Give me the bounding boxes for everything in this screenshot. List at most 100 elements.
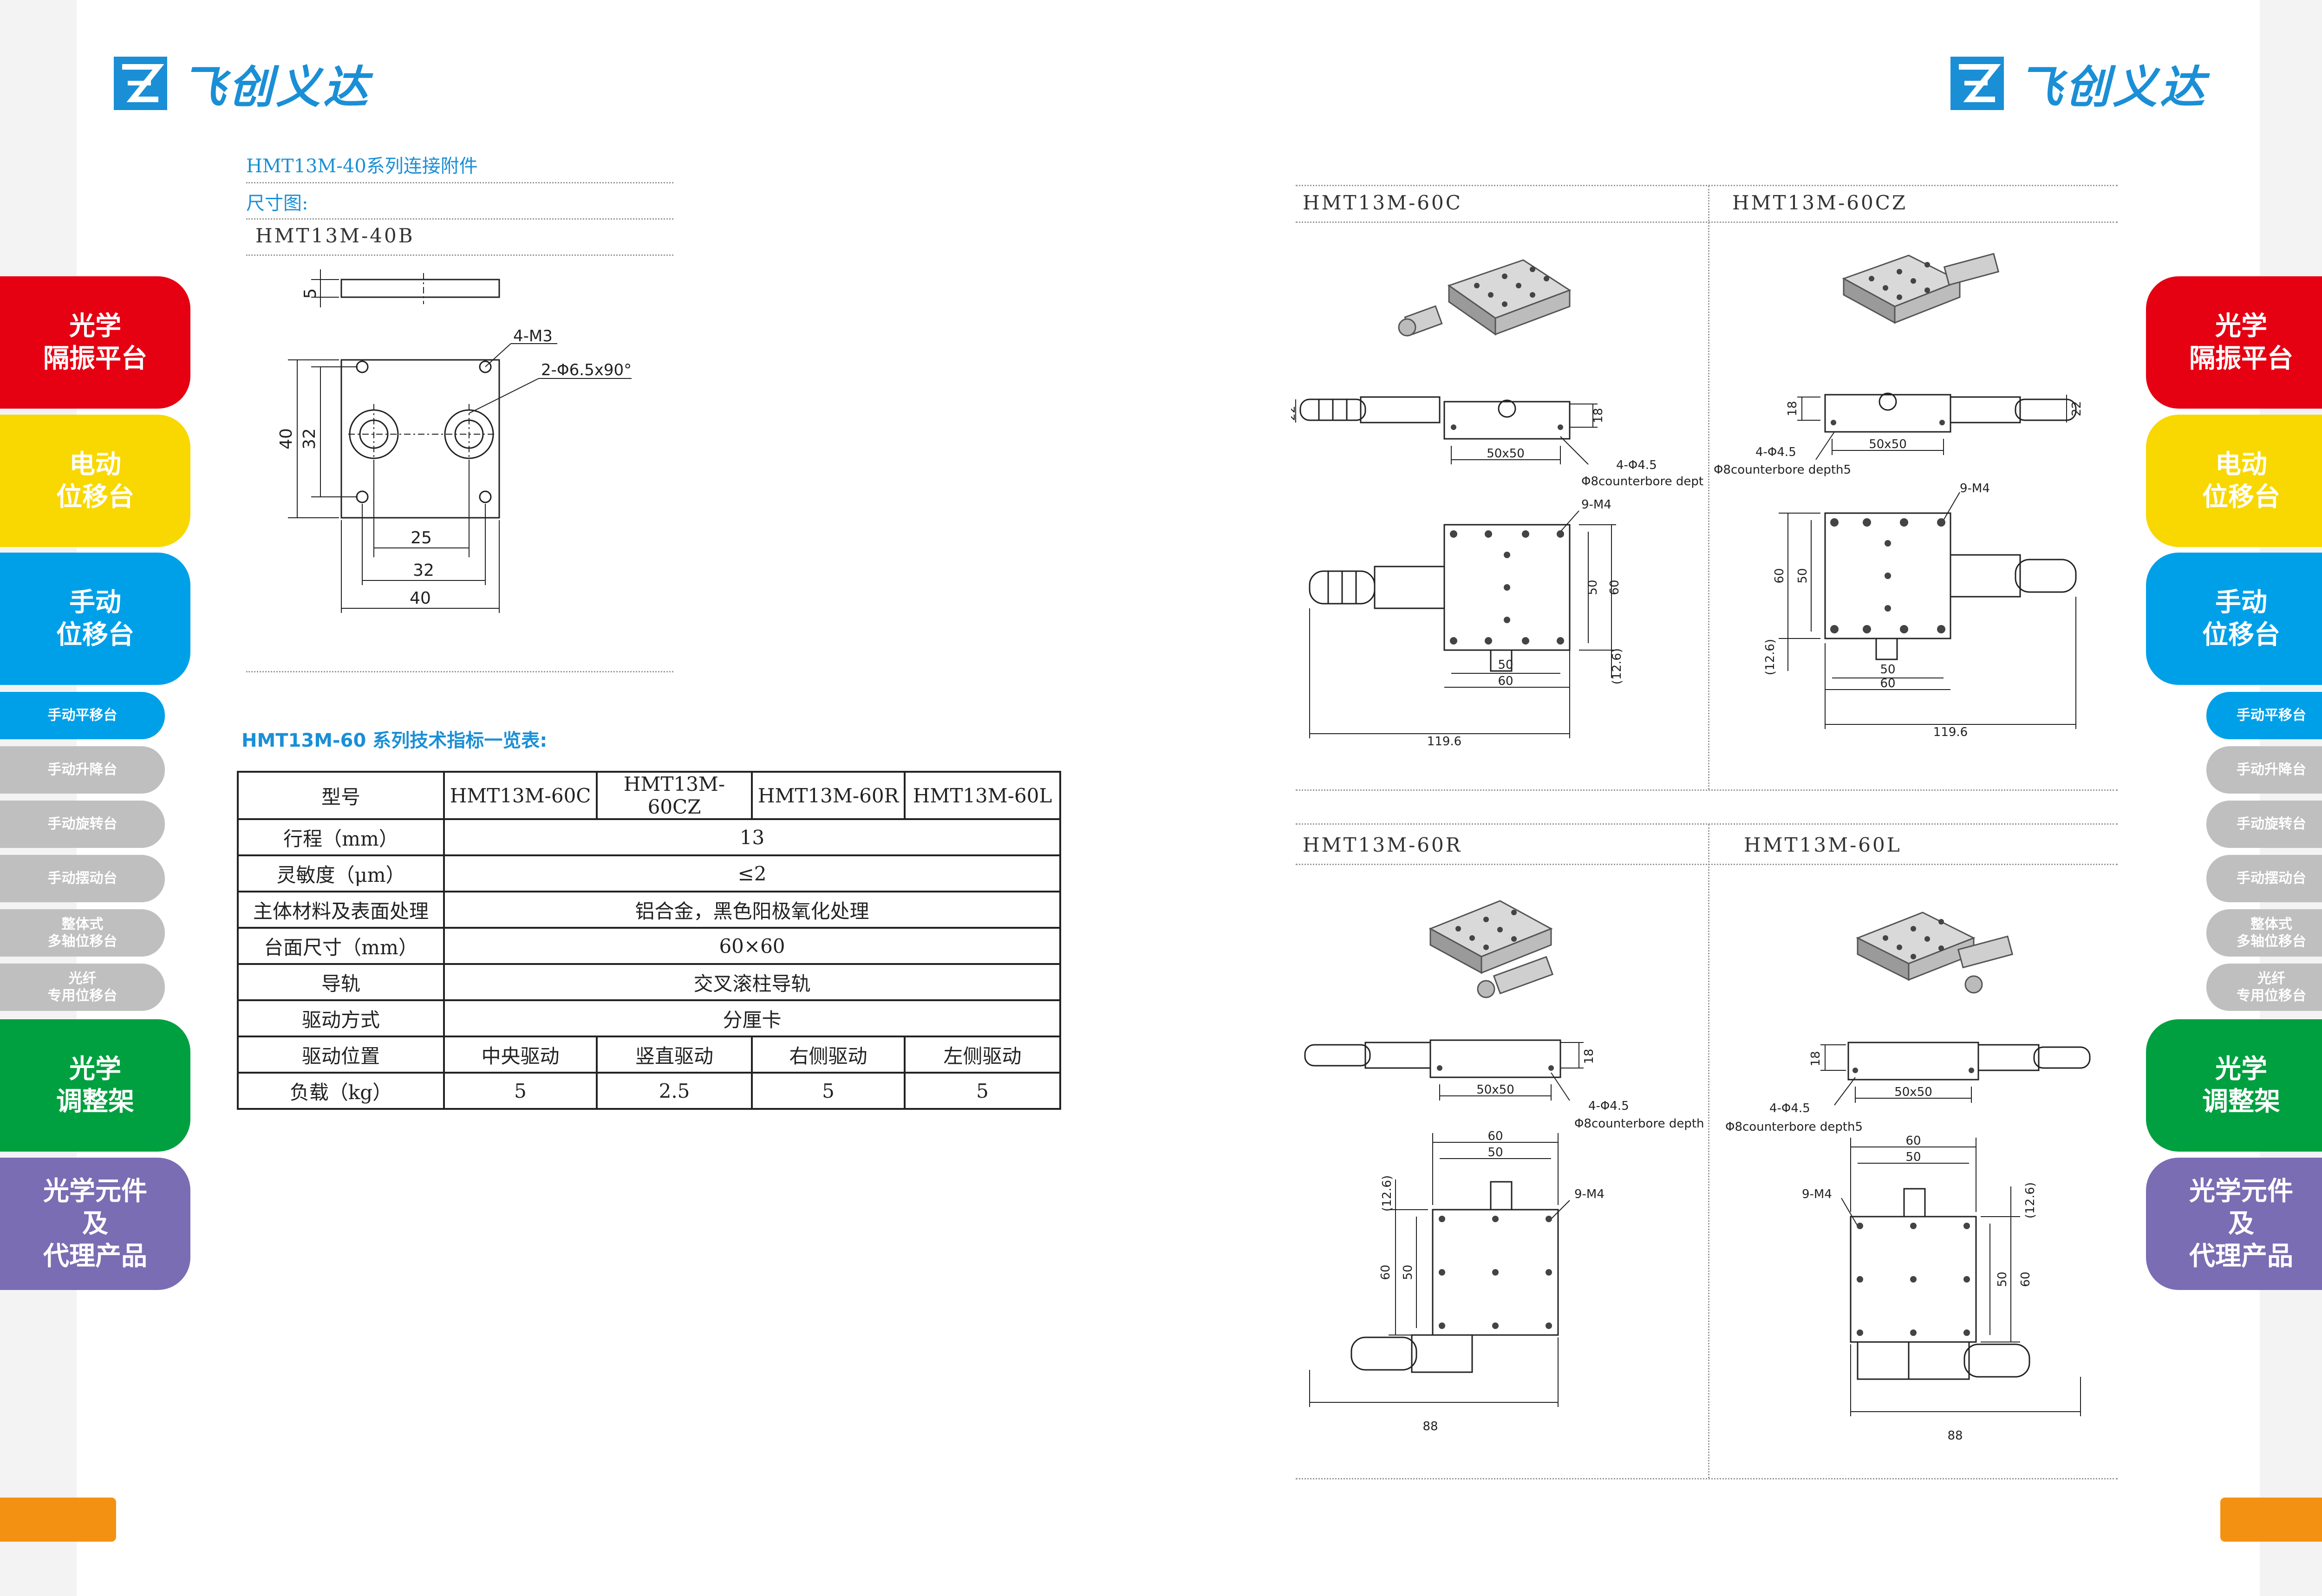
- divider: [246, 182, 673, 183]
- table-cell: 右侧驱动: [751, 1036, 906, 1074]
- dim-m4: 9-M4: [1574, 1187, 1605, 1201]
- tab-label: 光学元件: [43, 1176, 147, 1206]
- nav-tab-motorized[interactable]: 电动 位移台: [0, 415, 190, 547]
- divider: [1296, 789, 2118, 791]
- subtab-label: 手动升降台: [2237, 762, 2306, 778]
- table-row: 驱动位置 中央驱动 竖直驱动 右侧驱动 左侧驱动: [237, 1036, 1061, 1074]
- subtab-multiaxis[interactable]: 整体式多轴位移台: [0, 909, 165, 957]
- nav-tab-isolation[interactable]: 光学 隔振平台: [0, 276, 190, 409]
- nav-tab-mounts[interactable]: 光学 调整架: [2146, 1019, 2322, 1152]
- nav-tab-optics[interactable]: 光学元件 及 代理产品: [2146, 1158, 2322, 1290]
- nav-tab-isolation[interactable]: 光学 隔振平台: [2146, 276, 2322, 409]
- table-row: 行程（mm）13: [237, 818, 1061, 856]
- dim-50x50: 50x50: [1869, 437, 1907, 451]
- dim-width-c: 40: [410, 589, 431, 608]
- left-margin-band: [0, 0, 77, 1596]
- page-marker-left: [0, 1498, 116, 1542]
- nav-tab-manual[interactable]: 手动 位移台: [2146, 553, 2322, 685]
- table-cell: ≤2: [443, 854, 1061, 892]
- drawing-60cz: 18 22 50x50 4-Φ4.5 Φ8counterbore depth5 …: [1714, 253, 2084, 739]
- subtab-label: 光纤: [2257, 970, 2285, 987]
- dim-total: 88: [1947, 1429, 1963, 1443]
- subtab-translation[interactable]: 手动平移台: [2206, 692, 2322, 739]
- dim-60: 60: [1905, 1134, 1921, 1148]
- nav-tab-mounts[interactable]: 光学 调整架: [0, 1019, 190, 1152]
- subtab-fiber[interactable]: 光纤专用位移台: [0, 964, 165, 1011]
- tab-label: 位移台: [2202, 619, 2280, 650]
- tab-label: 电动: [2215, 449, 2267, 480]
- tab-label: 光学元件: [2189, 1176, 2293, 1206]
- subtab-label: 专用位移台: [2237, 988, 2306, 1004]
- drawing-60r: 18 50x50 4-Φ4.5 Φ8counterbore depth5 60 …: [1304, 900, 1704, 1433]
- dim-thickness: 5: [301, 288, 320, 299]
- subtab-lift[interactable]: 手动升降台: [0, 746, 165, 794]
- brand-name: 飞创义达: [181, 61, 371, 113]
- table-row: 负载（kg） 5 2.5 5 5: [237, 1072, 1061, 1110]
- table-header-cell: HMT13M-60C: [443, 771, 598, 820]
- dim-counterbore: 2-Φ6.5x90°: [541, 361, 632, 379]
- subtab-label: 手动旋转台: [2237, 816, 2306, 833]
- subtab-lift[interactable]: 手动升降台: [2206, 746, 2322, 794]
- page-marker-right: [2220, 1498, 2322, 1542]
- table-cell: 分厘卡: [443, 999, 1061, 1037]
- dim-50: 50: [1996, 1271, 2009, 1287]
- stage-render-icon: [1856, 912, 2014, 994]
- dimension-label: 尺寸图:: [246, 193, 308, 214]
- column-divider: [1708, 824, 1709, 1478]
- table-cell: 台面尺寸（mm）: [237, 927, 445, 965]
- nav-tab-optics[interactable]: 光学元件 及 代理产品: [0, 1158, 190, 1290]
- drawing-60l: 18 50x50 4-Φ4.5 Φ8counterbore depth5 60 …: [1725, 912, 2091, 1443]
- subtab-rotation[interactable]: 手动旋转台: [2206, 801, 2322, 848]
- tab-label: 手动: [2215, 587, 2267, 618]
- dim-m4: 9-M4: [1581, 498, 1611, 512]
- dim-holes: 4-Φ4.5: [1588, 1099, 1629, 1113]
- subtab-multiaxis[interactable]: 整体式多轴位移台: [2206, 909, 2322, 957]
- dim-60: 60: [1880, 677, 1895, 691]
- stage-render-icon: [1842, 253, 2000, 324]
- subtab-translation[interactable]: 手动平移台: [0, 692, 165, 739]
- dim-height-inner: 32: [300, 428, 319, 449]
- dim-height-outer: 40: [277, 428, 296, 449]
- tab-label: 代理产品: [2189, 1241, 2293, 1271]
- table-cell: 左侧驱动: [904, 1036, 1061, 1074]
- subtab-label: 手动平移台: [2237, 707, 2306, 724]
- dim-counterbore: Φ8counterbore depth5: [1581, 475, 1704, 489]
- accessory-title: HMT13M-40系列连接附件: [246, 156, 478, 177]
- table-cell: 5: [751, 1072, 906, 1110]
- dim-counterbore: Φ8counterbore depth5: [1725, 1120, 1863, 1134]
- subtab-label: 手动平移台: [47, 707, 117, 724]
- divider: [1296, 864, 2118, 865]
- subtab-rotation[interactable]: 手动旋转台: [0, 801, 165, 848]
- model-title-60l: HMT13M-60L: [1744, 834, 1902, 856]
- tab-label: 隔振平台: [2189, 343, 2293, 374]
- subtab-tilt[interactable]: 手动摆动台: [0, 855, 165, 902]
- dim-50: 50: [1498, 658, 1513, 672]
- tab-label: 光学: [69, 311, 121, 341]
- dim-50: 50: [1880, 663, 1895, 677]
- dim-holes: 4-M3: [513, 327, 553, 345]
- dim-total: 88: [1422, 1420, 1438, 1433]
- brand-name: 飞创义达: [2018, 61, 2207, 113]
- right-margin-band: [2260, 0, 2322, 1596]
- dim-18: 18: [1591, 408, 1605, 423]
- table-header-cell: HMT13M-60R: [751, 771, 906, 820]
- tab-label: 隔振平台: [43, 343, 147, 374]
- table-row: 型号 HMT13M-60C HMT13M-60CZ HMT13M-60R HMT…: [237, 771, 1061, 820]
- dim-50x50: 50x50: [1476, 1083, 1514, 1097]
- dim-50: 50: [1487, 1146, 1503, 1160]
- nav-tab-manual[interactable]: 手动 位移台: [0, 553, 190, 685]
- tab-label: 光学: [2215, 311, 2267, 341]
- table-cell: 5: [904, 1072, 1061, 1110]
- subtab-tilt[interactable]: 手动摆动台: [2206, 855, 2322, 902]
- model-label: HMT13M-40B: [255, 224, 415, 247]
- nav-tab-motorized[interactable]: 电动 位移台: [2146, 415, 2322, 547]
- tab-label: 电动: [69, 449, 121, 480]
- dim-height: 22: [1291, 405, 1298, 421]
- subtab-label: 手动旋转台: [47, 816, 117, 833]
- tab-label: 调整架: [56, 1086, 134, 1117]
- subtab-fiber[interactable]: 光纤专用位移台: [2206, 964, 2322, 1011]
- dim-width-a: 25: [411, 528, 432, 547]
- stage-render-icon: [1398, 259, 1572, 337]
- subtab-label: 专用位移台: [47, 988, 117, 1004]
- table-cell: 中央驱动: [443, 1036, 598, 1074]
